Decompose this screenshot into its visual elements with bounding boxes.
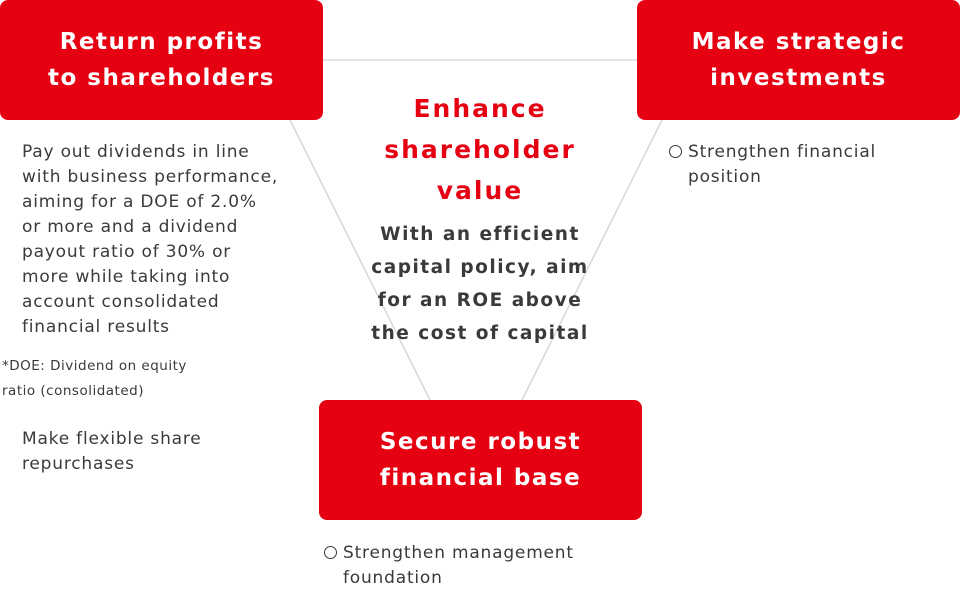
dividend-policy-text: Pay out dividends in line with business …	[22, 142, 279, 337]
right-bullet-item: Strengthen financial position	[669, 140, 876, 190]
circle-bullet-icon	[324, 546, 337, 559]
strategic-investments-box: Make strategic investments	[637, 0, 960, 120]
financial-base-box: Secure robust financial base	[319, 400, 642, 520]
right-connector-line	[521, 119, 663, 401]
return-profits-box: Return profits to shareholders	[0, 0, 323, 120]
left-connector-line	[289, 119, 431, 401]
center-subtitle: With an efficient capital policy, aim fo…	[371, 224, 589, 344]
doe-footnote: *DOE: Dividend on equity ratio (consolid…	[2, 358, 187, 399]
bottom-bullet-item: Strengthen management foundation	[324, 541, 574, 591]
strengthen-management-foundation-text: Strengthen management foundation	[343, 543, 574, 588]
share-repurchase-text: Make flexible share repurchases	[22, 429, 202, 474]
center-title: Enhance shareholder value	[384, 94, 576, 205]
circle-bullet-icon	[669, 145, 682, 158]
strengthen-financial-position-text: Strengthen financial position	[688, 142, 877, 187]
